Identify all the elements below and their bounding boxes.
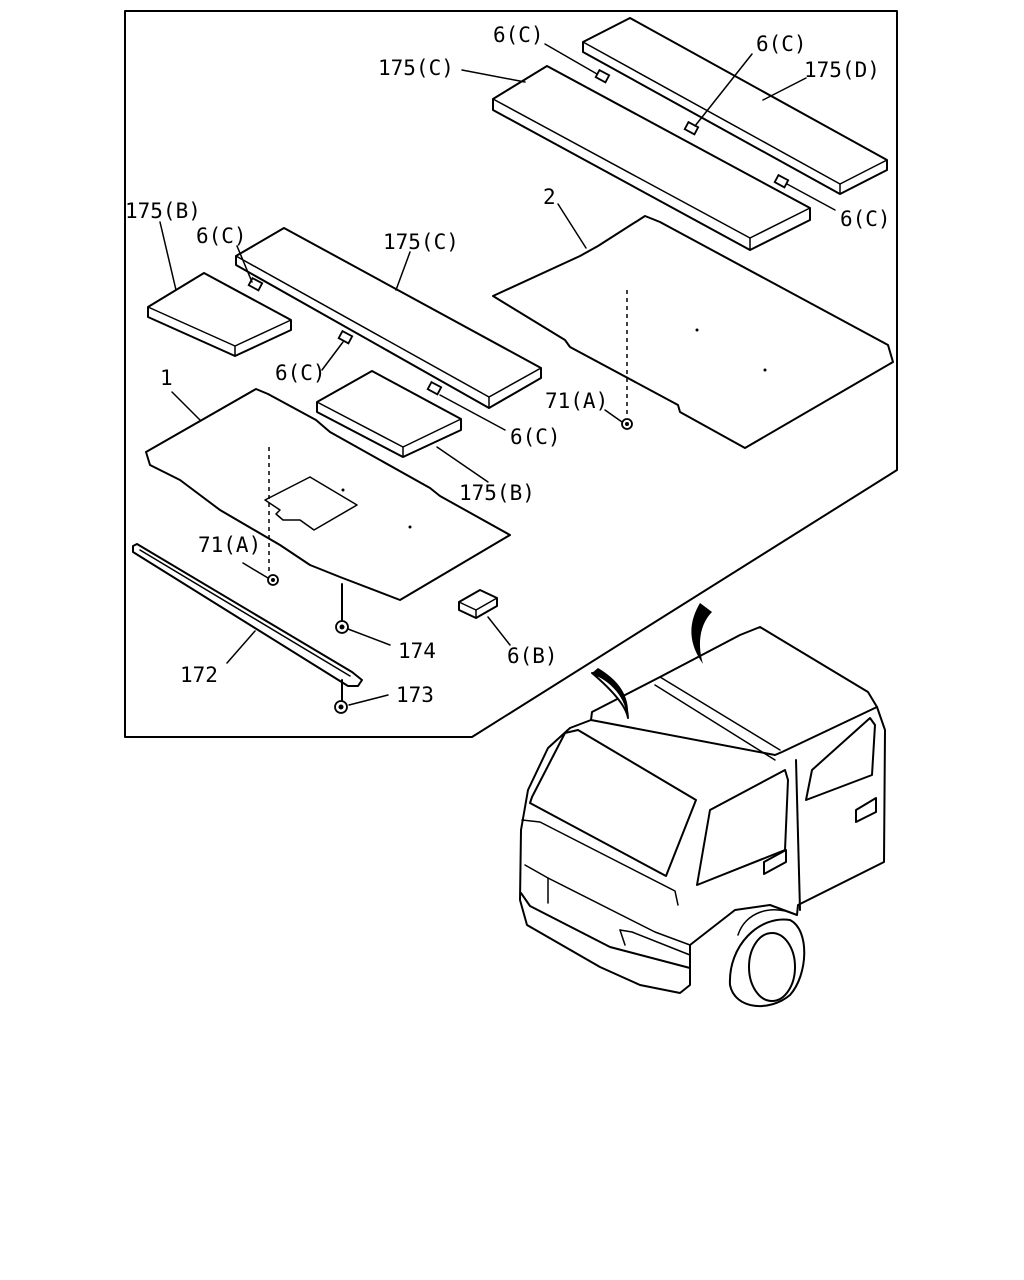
callout-175b-mid: 175(B) xyxy=(459,481,535,505)
callout-2: 2 xyxy=(543,185,556,209)
callout-173: 173 xyxy=(396,683,434,707)
callout-175c-top: 175(C) xyxy=(378,56,454,80)
panel-175d xyxy=(582,17,888,195)
callout-6c: 6(C) xyxy=(756,32,807,56)
callout-175b-left: 175(B) xyxy=(125,199,201,223)
sill-strip-172 xyxy=(132,543,363,687)
callout-labels: 175(C) 6(C) 6(C) 175(D) 6(C) 2 175(B) 6(… xyxy=(125,23,891,707)
floor-mat-2 xyxy=(492,215,894,449)
panel-175b-left xyxy=(147,272,292,357)
callout-6c: 6(C) xyxy=(493,23,544,47)
callout-71a-right: 71(A) xyxy=(545,389,608,413)
callout-6c: 6(C) xyxy=(196,224,247,248)
callout-71a-left: 71(A) xyxy=(198,533,261,557)
clip-6c xyxy=(683,120,700,136)
callout-6c: 6(C) xyxy=(275,361,326,385)
panel-175c-top xyxy=(492,65,811,251)
screw-173 xyxy=(334,700,348,714)
leader-lines xyxy=(159,43,836,706)
callout-175d: 175(D) xyxy=(804,58,880,82)
callout-6c: 6(C) xyxy=(840,207,891,231)
clip-6c xyxy=(773,173,790,189)
callout-6c: 6(C) xyxy=(510,425,561,449)
callout-172: 172 xyxy=(180,663,218,687)
callout-1: 1 xyxy=(160,366,173,390)
clip-6c xyxy=(594,68,611,84)
grommet-71a-left xyxy=(267,574,279,586)
panel-175b-mid xyxy=(316,370,462,458)
truck-illustration xyxy=(519,603,886,1008)
block-6b xyxy=(458,589,498,619)
clip-174 xyxy=(335,620,349,634)
panel-175c-mid xyxy=(235,227,542,409)
callout-6b: 6(B) xyxy=(507,644,558,668)
clip-6c xyxy=(426,380,443,396)
callout-174: 174 xyxy=(398,639,436,663)
clip-6c xyxy=(337,329,354,345)
floor-mat-1 xyxy=(145,388,511,601)
callout-175c-mid: 175(C) xyxy=(383,230,459,254)
grommet-71a-right xyxy=(621,418,633,430)
diagram-frame xyxy=(124,10,898,738)
